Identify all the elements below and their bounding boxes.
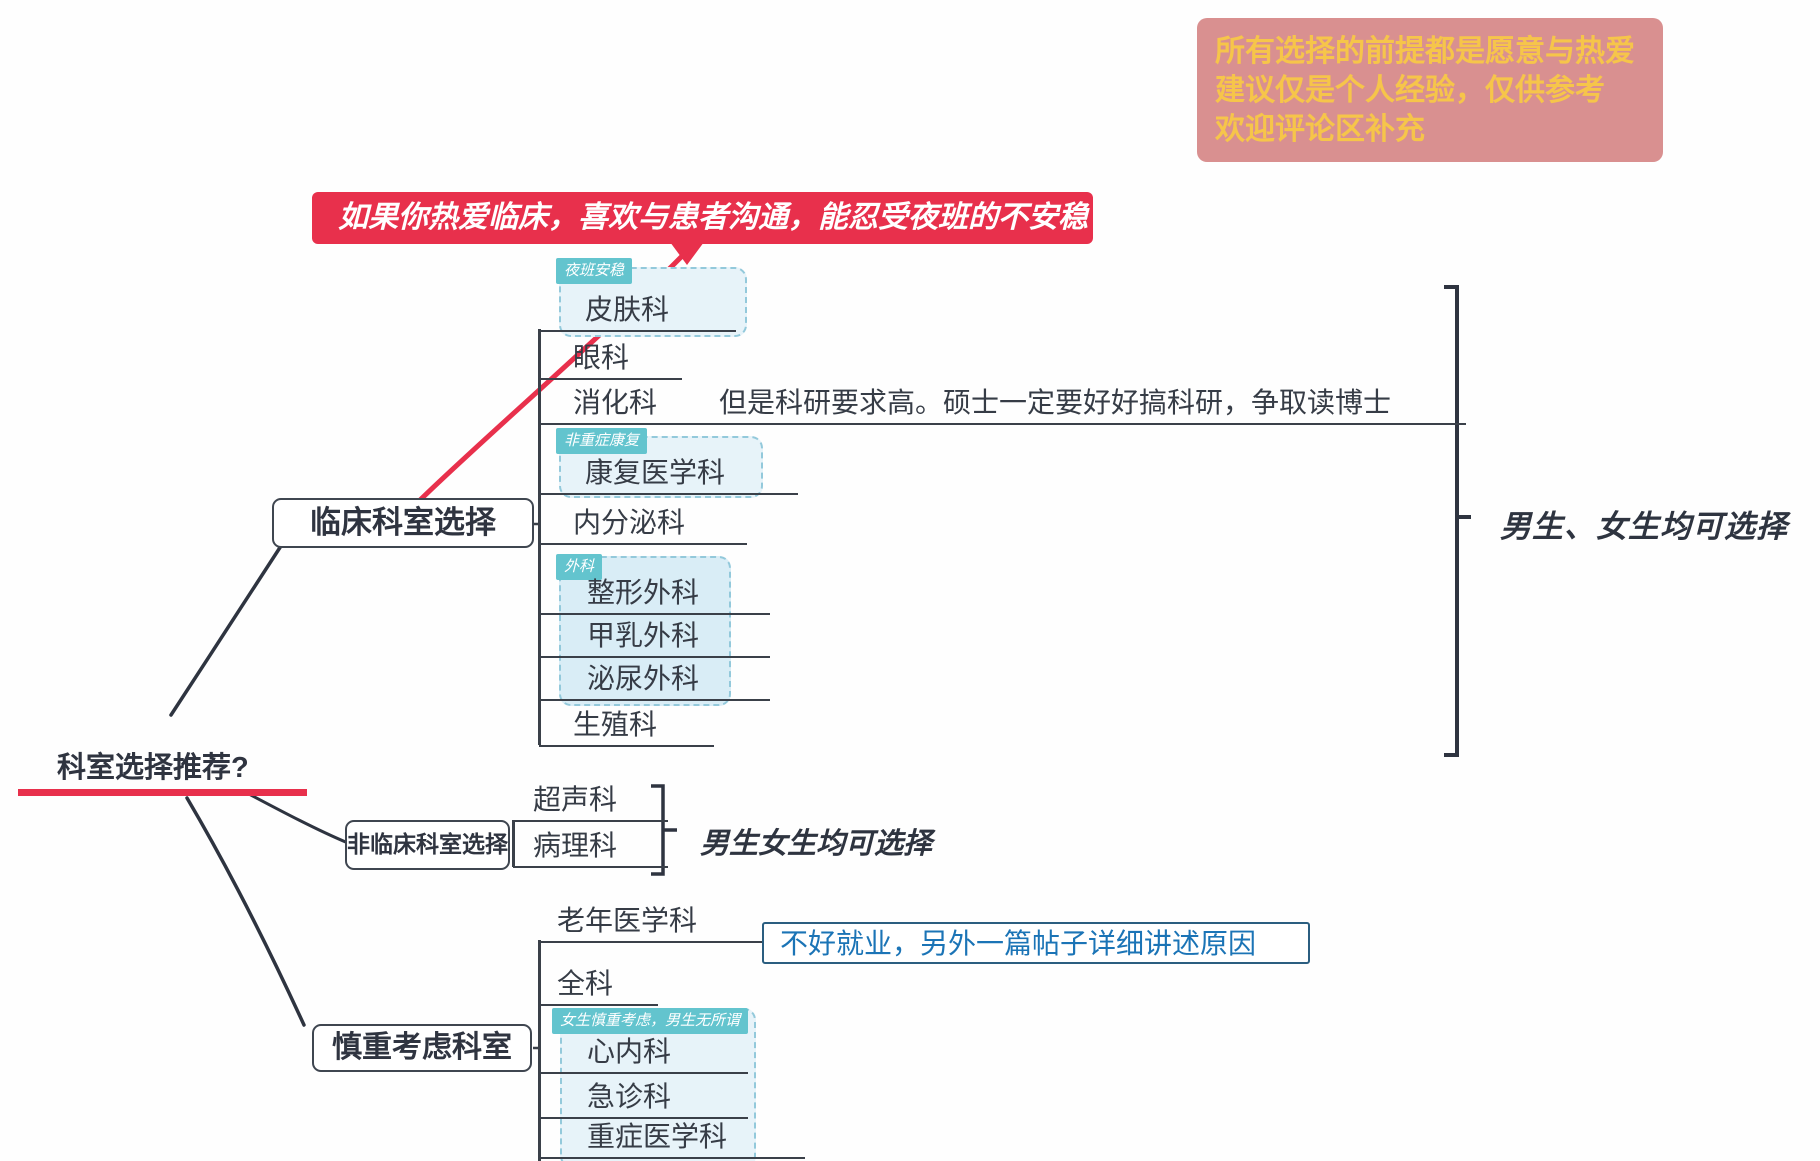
topic-rehabilitation[interactable]: 康复医学科: [539, 453, 798, 495]
clinical-condition-banner[interactable]: 如果你热爱临床，喜欢与患者沟通，能忍受夜班的不安稳: [312, 192, 1093, 244]
disclaimer-line-1: 所有选择的前提都是愿意与热爱: [1215, 35, 1635, 68]
disclaimer-box[interactable]: 所有选择的前提都是愿意与热爱 建议仅是个人经验，仅供参考 欢迎评论区补充: [1197, 18, 1663, 162]
branch-caution[interactable]: 慎重考虑科室: [312, 1024, 532, 1072]
topic-thyroid-breast-surgery[interactable]: 甲乳外科: [539, 616, 770, 658]
tag-surgery[interactable]: 外科: [556, 554, 603, 580]
branch-clinical[interactable]: 临床科室选择: [272, 498, 534, 548]
topic-dermatology[interactable]: 皮肤科: [539, 290, 736, 332]
nonclinical-spine: [512, 820, 515, 867]
caution-spine: [538, 940, 541, 1161]
topic-urology-surgery[interactable]: 泌尿外科: [539, 659, 770, 701]
gastroenterology-label: 消化科: [573, 387, 658, 418]
topic-cardiology[interactable]: 心内科: [539, 1032, 748, 1074]
root-to-nonclinical-line: [247, 792, 350, 845]
topic-pathology[interactable]: 病理科: [513, 826, 668, 868]
root-underline: [18, 789, 307, 796]
topic-geriatrics[interactable]: 老年医学科: [539, 901, 763, 943]
root-to-clinical-line: [169, 527, 294, 717]
root-topic[interactable]: 科室选择推荐?: [57, 752, 249, 784]
topic-plastic-surgery[interactable]: 整形外科: [539, 573, 770, 615]
clinical-summary-bracket: [1444, 285, 1459, 757]
root-to-caution-line: [185, 796, 306, 1027]
topic-gastroenterology[interactable]: 消化科 但是科研要求高。硕士一定要好好搞科研，争取读博士: [539, 383, 1466, 425]
branch-nonclinical[interactable]: 非临床科室选择: [345, 820, 510, 870]
surgery-group-box: [559, 556, 731, 706]
geriatrics-note-box[interactable]: 不好就业，另外一篇帖子详细讲述原因: [762, 922, 1310, 964]
disclaimer-line-2: 建议仅是个人经验，仅供参考: [1215, 74, 1605, 107]
topic-endocrinology[interactable]: 内分泌科: [539, 503, 747, 545]
nonclinical-summary-label[interactable]: 男生女生均可选择: [700, 828, 933, 860]
topic-critical-care[interactable]: 重症医学科: [539, 1117, 805, 1159]
topic-general-practice[interactable]: 全科: [539, 964, 658, 1006]
tag-caution-for-women[interactable]: 女生慎重考虑，男生无所谓: [552, 1008, 749, 1034]
topic-reproductive[interactable]: 生殖科: [539, 705, 714, 747]
tag-night-shift-stable[interactable]: 夜班安稳: [556, 258, 633, 284]
tag-non-icu-rehab[interactable]: 非重症康复: [556, 428, 648, 454]
banner-pointer-triangle: [670, 242, 704, 265]
topic-ophthalmology[interactable]: 眼科: [539, 338, 682, 380]
gastroenterology-note: 但是科研要求高。硕士一定要好好搞科研，争取读博士: [719, 387, 1392, 418]
topic-emergency[interactable]: 急诊科: [539, 1077, 748, 1119]
clinical-spine: [538, 329, 541, 745]
topic-ultrasound[interactable]: 超声科: [513, 780, 668, 822]
disclaimer-line-3: 欢迎评论区补充: [1215, 113, 1425, 146]
rehabilitation-highlight-box: [559, 436, 763, 498]
clinical-summary-label[interactable]: 男生、女生均可选择: [1500, 509, 1788, 544]
